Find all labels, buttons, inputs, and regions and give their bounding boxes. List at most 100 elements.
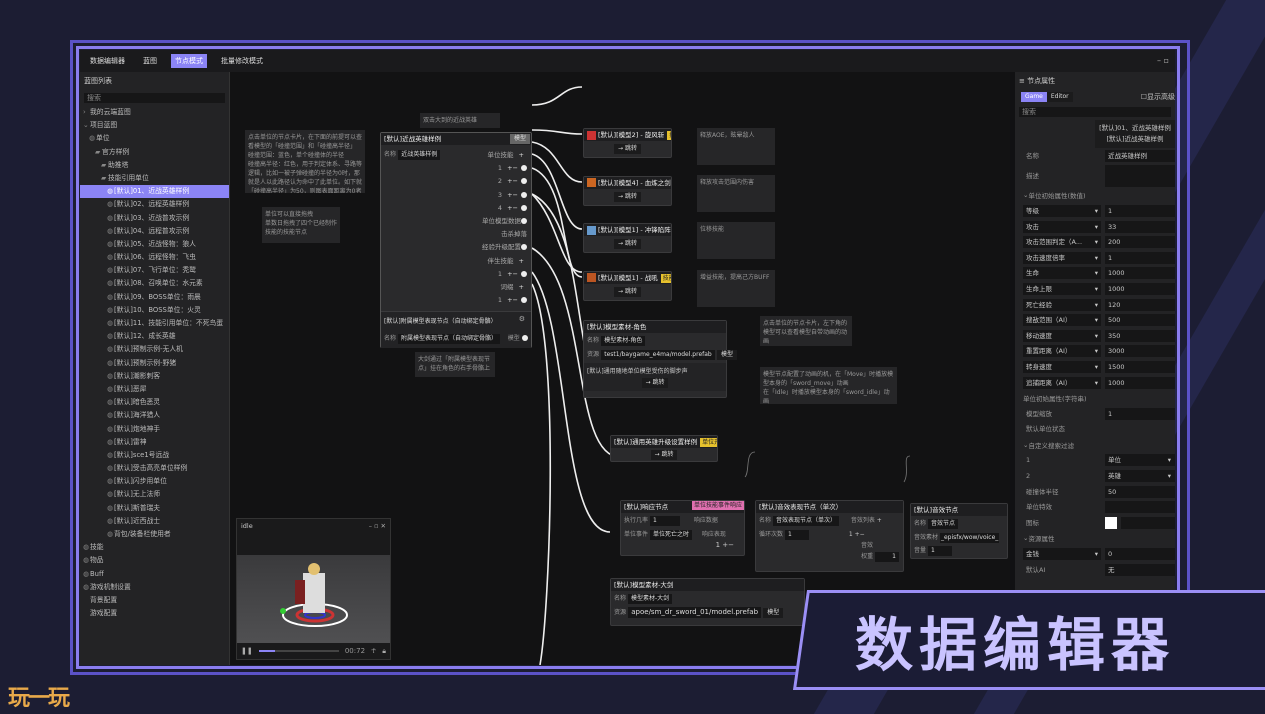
jump-button[interactable]: → 跳转 xyxy=(614,191,641,202)
tree-item[interactable]: ◍[默认]受击高亮单位样例 xyxy=(80,462,229,475)
jump-button[interactable]: → 跳转 xyxy=(614,286,641,297)
model-button[interactable]: 模型 xyxy=(716,350,737,360)
lock-icon[interactable]: 🔒︎ xyxy=(382,646,386,655)
timeline-slider[interactable] xyxy=(258,650,339,652)
event-response-node[interactable]: [默认]响应节点单位技能事件响应 执行几率 1 响应数据 单位事件 单位死亡之时… xyxy=(620,500,745,556)
tree-item[interactable]: ◍游戏机制设置 xyxy=(80,581,229,594)
output-port[interactable] xyxy=(521,244,527,251)
collapse-icon[interactable]: ⌄ xyxy=(1023,191,1029,200)
tree-item[interactable]: ◍[默认]01、近战英雄样例 xyxy=(80,185,229,199)
stat-value-input[interactable]: 1000 xyxy=(1105,376,1175,389)
tab-editor[interactable]: Editor xyxy=(1046,92,1073,102)
model-viewport[interactable] xyxy=(237,555,390,643)
tree-item[interactable]: ◍[默认]近西战士 xyxy=(80,515,229,528)
tree-item[interactable]: ◍[默认]05、近战怪物：狼人 xyxy=(80,238,229,251)
tree-item[interactable]: ◍[默认]闪步用单位 xyxy=(80,475,229,488)
name-field[interactable]: 音效节点 xyxy=(927,519,958,529)
name-field[interactable]: 模型素材-大剑 xyxy=(627,594,673,604)
stat-select[interactable]: 搜敌范围（AI）▾ xyxy=(1023,314,1101,327)
model-asset-node[interactable]: [默认]模型素材-角色 名称 模型素材-角色 资源 test1/baygame_… xyxy=(583,320,737,398)
output-port[interactable] xyxy=(522,335,528,341)
collapse-icon[interactable]: ⌄ xyxy=(1023,534,1029,543)
section-header[interactable]: 自定义搜索过滤 xyxy=(1028,441,1074,450)
model-preview-window[interactable]: idle– ▫ ✕ ❚❚ 00:72 ☥ 🔒︎ xyxy=(236,518,391,660)
output-port[interactable] xyxy=(521,191,527,198)
character-icon[interactable]: ☥ xyxy=(371,647,377,655)
stat-select[interactable]: 生命上限▾ xyxy=(1023,282,1101,295)
add-remove-control[interactable]: + xyxy=(516,256,524,265)
tab-game[interactable]: Game xyxy=(1021,92,1047,102)
window-controls[interactable]: – ▫ ✕ xyxy=(368,522,386,530)
tree-item[interactable]: ◍[默认]10、BOSS单位：火灵 xyxy=(80,304,229,317)
menu-item-1[interactable]: 蓝图 xyxy=(143,57,157,65)
upgrade-node[interactable]: [默认]通用英雄升级设置样例单位升级设置 → 跳转 xyxy=(610,435,718,462)
weight-field[interactable]: 1 xyxy=(875,552,899,562)
jump-button[interactable]: → 跳转 xyxy=(641,378,669,388)
tree-item[interactable]: ◍[默认]sce1号远战 xyxy=(80,449,229,462)
sound-effect-node[interactable]: [默认]音效表现节点（单次） 名称 音效表现节点（单次） 音效列表 + 循环次数… xyxy=(755,500,904,572)
search-input[interactable]: 搜索 xyxy=(84,93,225,103)
add-remove-control[interactable]: +− xyxy=(505,164,518,173)
stat-value-input[interactable]: 200 xyxy=(1105,236,1175,249)
tree-item[interactable]: ◍[默认]暗色恶灵 xyxy=(80,396,229,409)
name-field[interactable]: 模型素材-角色 xyxy=(601,336,646,346)
output-port[interactable] xyxy=(521,218,527,224)
add-remove-control[interactable]: +− xyxy=(505,177,518,186)
menu-item-3[interactable]: 批量修改模式 xyxy=(221,57,263,65)
stat-value-input[interactable]: 3000 xyxy=(1105,345,1175,358)
stat-value-input[interactable]: 120 xyxy=(1105,298,1175,311)
tree-item[interactable]: ◍单位 xyxy=(80,132,229,145)
add-remove-control[interactable]: +− xyxy=(505,269,518,278)
stat-select[interactable]: 重置距离（AI）▾ xyxy=(1023,345,1101,358)
name-field[interactable]: 近战英雄样例 xyxy=(398,150,441,160)
section-header[interactable]: 资源属性 xyxy=(1028,535,1055,544)
stat-select[interactable]: 攻击范围判定（A...▾ xyxy=(1023,236,1101,249)
collapse-icon[interactable]: ⌄ xyxy=(1023,440,1029,449)
volume-field[interactable]: 1 xyxy=(927,546,952,556)
filter-select[interactable]: 英雄▾ xyxy=(1105,470,1175,483)
stat-select[interactable]: 移动速度▾ xyxy=(1023,329,1101,342)
default-ai-input[interactable]: 无 xyxy=(1105,563,1175,576)
model-scale-input[interactable]: 1 xyxy=(1105,407,1175,420)
add-remove-control[interactable]: + xyxy=(516,283,524,291)
tree-item[interactable]: ◍[默认]03、近战普攻示例 xyxy=(80,212,229,225)
tree-item[interactable]: 游戏配置 xyxy=(80,607,229,620)
tree-item[interactable]: ◍[默认]斯普瑞夫 xyxy=(80,502,229,515)
stat-value-input[interactable]: 1 xyxy=(1105,204,1175,217)
tree-item[interactable]: ◍[默认]11、技能引用单位：不死鸟蛋 xyxy=(80,317,229,330)
name-field[interactable]: 音效表现节点（单次） xyxy=(772,516,839,526)
unit-feature-input[interactable] xyxy=(1105,501,1175,514)
tree-item[interactable]: ◍[默认]预制示例-无人机 xyxy=(80,343,229,356)
output-port[interactable] xyxy=(521,204,527,211)
tree-item[interactable]: 背景配置 xyxy=(80,594,229,607)
property-search-input[interactable]: 搜索 xyxy=(1019,107,1171,117)
sword-model-node[interactable]: [默认]模型素材-大剑 名称 模型素材-大剑 资源 apoe/sm_dr_swo… xyxy=(610,578,805,626)
add-remove-control[interactable]: +− xyxy=(505,190,518,199)
tree-item[interactable]: ◍[默认]07、飞行单位：秃鹫 xyxy=(80,264,229,277)
stat-select[interactable]: 追捕距离（AI）▾ xyxy=(1023,376,1101,389)
settings-icon[interactable]: ⚙ xyxy=(518,315,525,323)
add-remove-control[interactable]: +− xyxy=(505,296,518,305)
show-advanced-checkbox[interactable]: ☐显示高级 xyxy=(1140,93,1175,101)
tree-item[interactable]: ◍技能 xyxy=(80,541,229,554)
tree-item[interactable]: ◍[默认]雷神 xyxy=(80,436,229,449)
tree-item[interactable]: ◍[默认]12、成长英雄 xyxy=(80,330,229,343)
stat-value-input[interactable]: 1500 xyxy=(1105,360,1175,373)
stat-value-input[interactable]: 350 xyxy=(1105,329,1175,342)
section-header[interactable]: 单位初始属性(数值) xyxy=(1028,192,1086,201)
resource-field[interactable]: _episfx/wow/voice_ xyxy=(939,533,1000,543)
window-controls[interactable]: – ▫ xyxy=(1157,56,1169,65)
jump-button[interactable]: → 跳转 xyxy=(650,450,678,460)
resource-field[interactable]: apoe/sm_dr_sword_01/model.prefab xyxy=(628,607,762,618)
skill-node[interactable]: [默认][模型1] - 战吼技能→ 跳转 xyxy=(583,270,672,301)
sound-asset-node[interactable]: [默认]音效节点 名称 音效节点 音效素材 _episfx/wow/voice_… xyxy=(910,503,1008,559)
stat-value-input[interactable]: 1 xyxy=(1105,251,1175,264)
tree-item[interactable]: ⌄项目蓝图 xyxy=(80,119,229,132)
tree-item[interactable]: ◍[默认]炮地神手 xyxy=(80,423,229,436)
add-remove-control[interactable]: + xyxy=(516,151,524,159)
stat-select[interactable]: 生命▾ xyxy=(1023,267,1101,280)
tree-item[interactable]: ›我的云端蓝图 xyxy=(80,106,229,119)
icon-input[interactable] xyxy=(1121,516,1175,529)
resource-field[interactable]: test1/baygame_e4ma/model.prefab xyxy=(601,350,715,360)
output-port[interactable] xyxy=(521,165,527,172)
